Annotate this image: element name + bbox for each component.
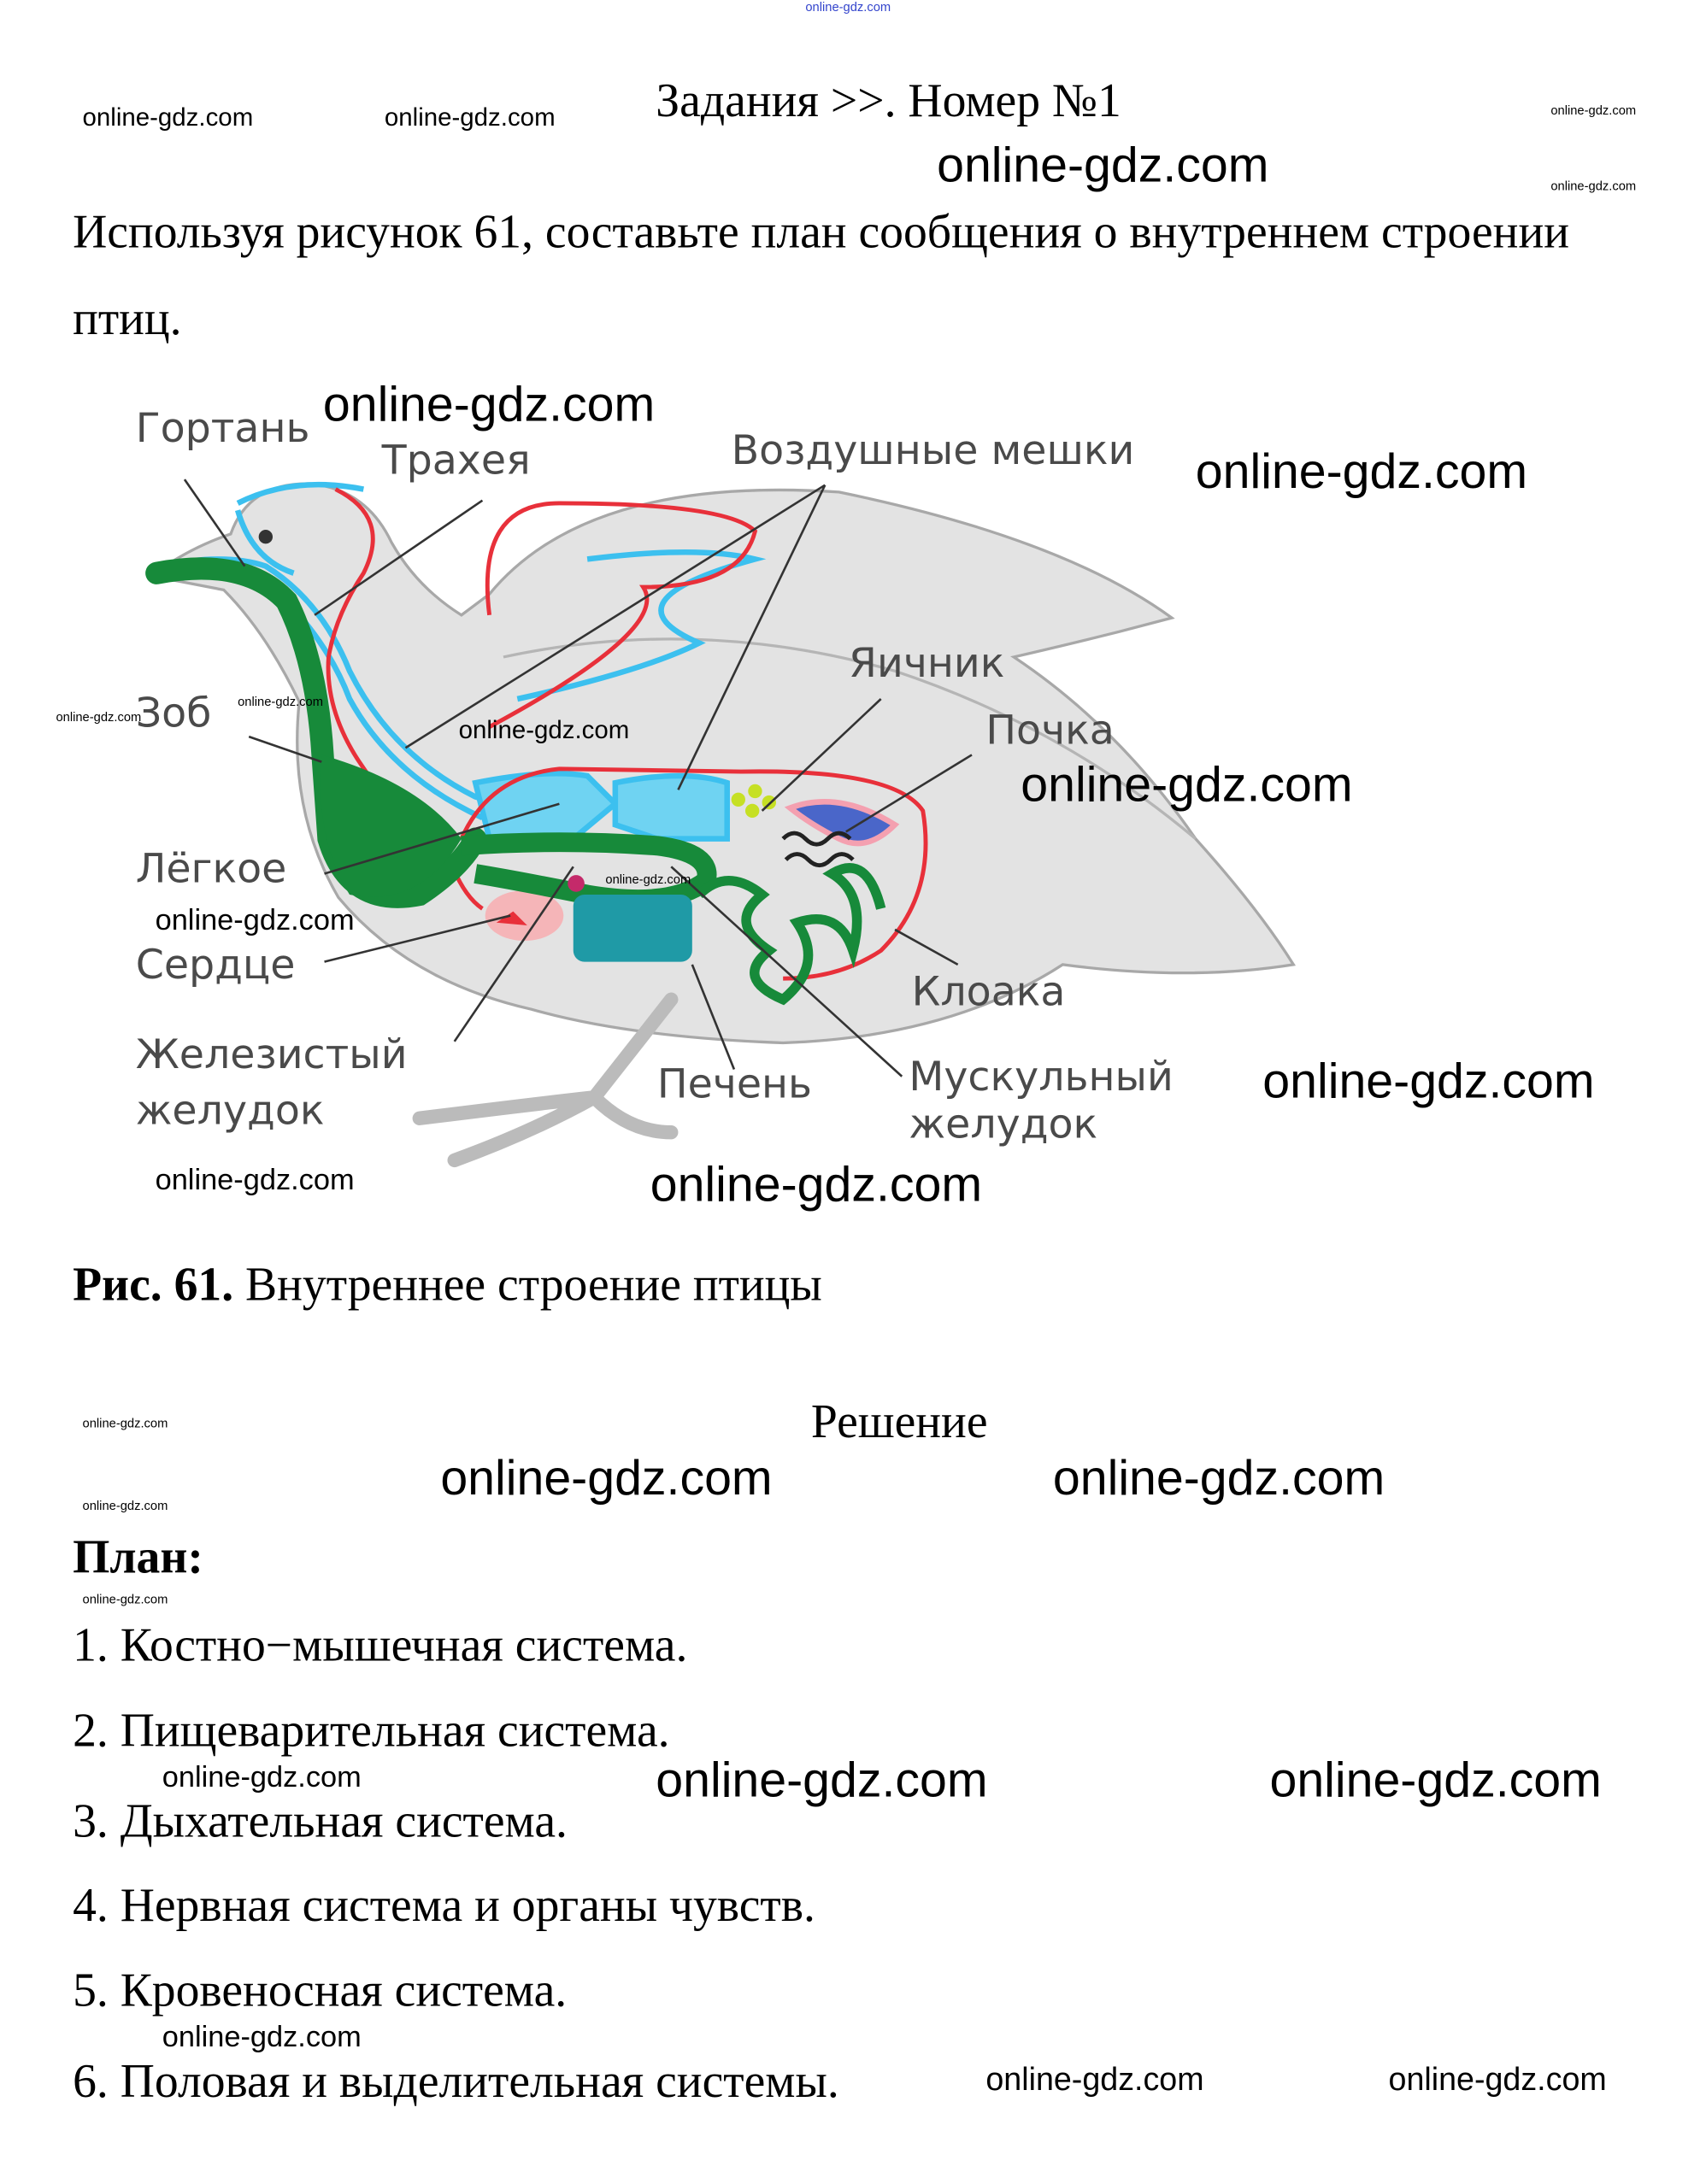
watermark: online-gdz.com — [155, 1164, 355, 1197]
watermark: online-gdz.com — [440, 1451, 773, 1506]
label-lung: Лёгкое — [135, 844, 287, 892]
figure-caption-number: Рис. 61. — [73, 1259, 234, 1312]
label-ovary: Яичник — [849, 638, 1005, 687]
watermark: online-gdz.com — [656, 1752, 988, 1808]
label-trachea: Трахея — [381, 436, 531, 484]
watermark: online-gdz.com — [1052, 1451, 1385, 1506]
watermark: online-gdz.com — [1195, 444, 1528, 500]
label-glandular-stomach: Железистый — [135, 1030, 408, 1078]
watermark: online-gdz.com — [650, 1157, 983, 1212]
task-text-line-1: Используя рисунок 61, составьте план соо… — [73, 207, 1570, 259]
watermark: online-gdz.com — [82, 1498, 168, 1513]
watermark: online-gdz.com — [238, 695, 323, 709]
watermark: online-gdz.com — [56, 710, 142, 725]
label-kidney: Почка — [985, 706, 1115, 754]
figure-caption: Рис. 61. Внутреннее строение птицы — [73, 1259, 822, 1312]
bird-body — [147, 482, 1296, 1168]
respiratory-system — [160, 481, 767, 842]
plan-item: 6. Половая и выделительная системы. — [73, 2056, 839, 2109]
watermark: online-gdz.com — [1021, 757, 1353, 813]
watermark: online-gdz.com — [82, 1416, 168, 1430]
watermark: online-gdz.com — [1550, 103, 1637, 118]
page-title: Задания >>. Номер №1 — [656, 75, 1121, 127]
label-heart: Сердце — [135, 941, 296, 989]
label-cloaca: Клоака — [911, 967, 1066, 1015]
watermark: online-gdz.com — [1388, 2060, 1607, 2097]
watermark: online-gdz.com — [805, 0, 891, 15]
label-larynx: Гортань — [135, 403, 310, 452]
watermark: online-gdz.com — [1550, 179, 1637, 193]
label-air-sacs: Воздушные мешки — [731, 426, 1135, 474]
label-muscular-stomach-2: желудок — [909, 1100, 1098, 1148]
watermark: online-gdz.com — [162, 2021, 362, 2054]
plan-item: 1. Костно−мышечная система. — [73, 1620, 688, 1672]
watermark: online-gdz.com — [1269, 1752, 1602, 1808]
watermark: online-gdz.com — [937, 138, 1269, 193]
plan-item: 4. Нервная система и органы чувств. — [73, 1880, 815, 1932]
label-glandular-stomach-2: желудок — [135, 1086, 325, 1134]
solution-heading: Решение — [810, 1396, 988, 1448]
task-text-line-2: птиц. — [73, 293, 182, 346]
watermark: online-gdz.com — [82, 103, 254, 132]
watermark: online-gdz.com — [155, 904, 355, 937]
label-liver: Печень — [656, 1060, 813, 1107]
liver-shape — [573, 895, 692, 962]
watermark: online-gdz.com — [605, 872, 691, 887]
watermark: online-gdz.com — [458, 715, 630, 744]
watermark: online-gdz.com — [384, 103, 556, 132]
watermark: online-gdz.com — [162, 1761, 362, 1794]
plan-title: План: — [73, 1532, 203, 1584]
leader-lines — [183, 478, 973, 1077]
watermark: online-gdz.com — [1262, 1054, 1595, 1109]
figure-caption-text: Внутреннее строение птицы — [233, 1259, 822, 1312]
watermark: online-gdz.com — [985, 2060, 1204, 2097]
label-crop: Зоб — [135, 689, 212, 737]
watermark: online-gdz.com — [82, 1592, 168, 1606]
plan-item: 2. Пищеварительная система. — [73, 1705, 670, 1758]
digestive-system — [145, 557, 886, 1006]
plan-item: 3. Дыхательная система. — [73, 1796, 568, 1848]
ovary-and-kidney — [731, 784, 900, 868]
watermark: online-gdz.com — [322, 377, 656, 432]
plan-item: 5. Кровеносная система. — [73, 1965, 568, 2017]
label-muscular-stomach: Мускульный — [909, 1052, 1174, 1101]
